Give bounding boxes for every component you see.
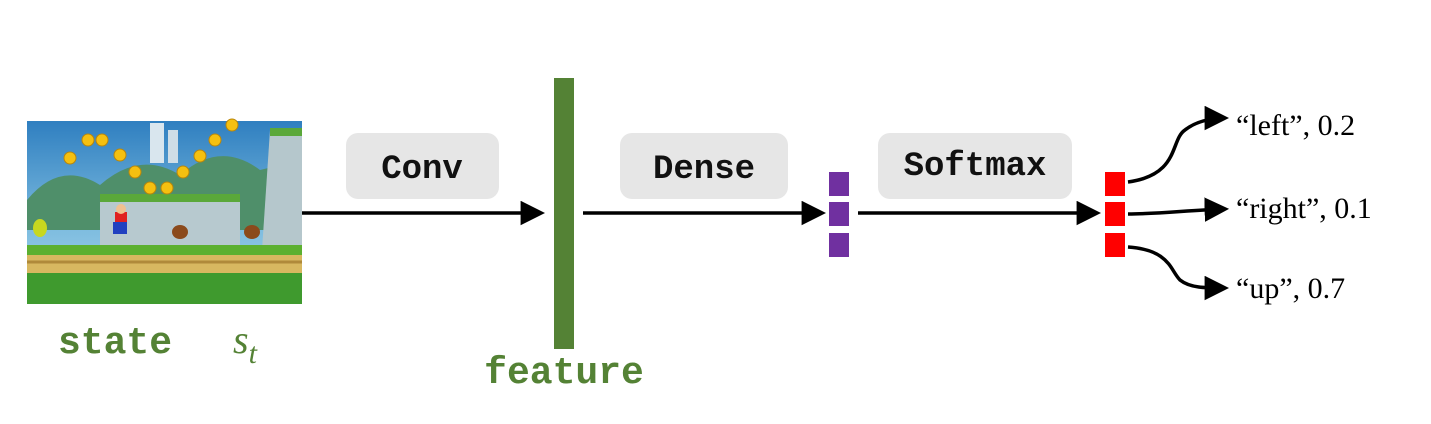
dense-unit xyxy=(829,233,849,257)
softmax-units xyxy=(1105,172,1125,257)
arrow-to-left xyxy=(1127,105,1230,184)
state-symbol: st xyxy=(233,317,258,370)
softmax-unit xyxy=(1105,233,1125,257)
softmax-label: Softmax xyxy=(904,148,1047,186)
arrow-to-right xyxy=(1127,197,1230,222)
dense-label-box xyxy=(620,133,788,199)
conv-label: Conv xyxy=(381,151,463,189)
softmax-unit xyxy=(1105,172,1125,196)
dense-units xyxy=(829,172,849,257)
dense-label: Dense xyxy=(653,151,755,189)
output-left-label: “left”, 0.2 xyxy=(1236,109,1355,142)
conv-label-box xyxy=(346,133,499,199)
feature-vector-bar xyxy=(554,78,574,349)
feature-label: feature xyxy=(484,352,644,395)
state-label: state xyxy=(58,322,172,365)
dense-unit xyxy=(829,172,849,196)
output-up-label: “up”, 0.7 xyxy=(1236,272,1345,305)
softmax-label-box xyxy=(878,133,1072,199)
output-right-label: “right”, 0.1 xyxy=(1236,192,1372,225)
arrow-to-up xyxy=(1127,245,1230,301)
softmax-unit xyxy=(1105,202,1125,226)
game-screenshot-image xyxy=(27,118,302,304)
dense-unit xyxy=(829,202,849,226)
